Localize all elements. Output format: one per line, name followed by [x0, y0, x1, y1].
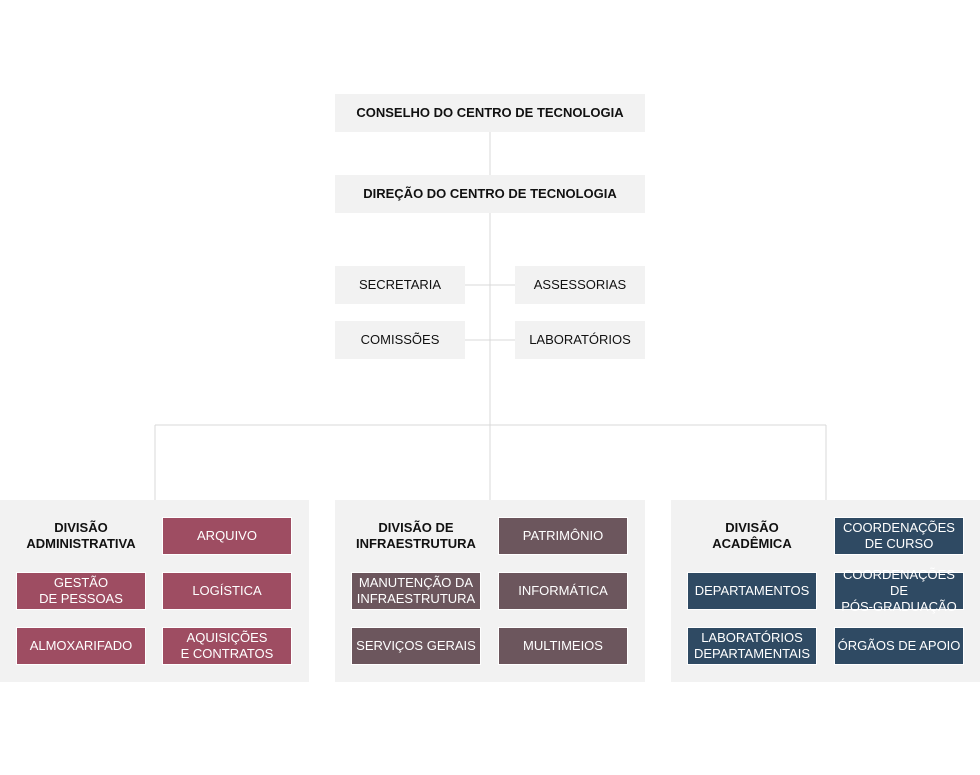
unit-aquisicoes-e-contratos: AQUISIÇÕES E CONTRATOS	[162, 627, 292, 665]
unit-coordenacoes-pos-graduacao: COORDENAÇÕES DE PÓS-GRADUAÇÃO	[834, 567, 964, 614]
unit-patrimonio: PATRIMÔNIO	[498, 517, 628, 555]
unit-logistica: LOGÍSTICA	[162, 572, 292, 610]
unit-orgaos-de-apoio: ÓRGÃOS DE APOIO	[834, 627, 964, 665]
unit-almoxarifado: ALMOXARIFADO	[16, 627, 146, 665]
infra-division-panel: DIVISÃO DE INFRAESTRUTURA PATRIMÔNIO MAN…	[335, 500, 645, 682]
academic-division-panel: DIVISÃO ACADÊMICA COORDENAÇÕES DE CURSO …	[671, 500, 980, 682]
unit-gestao-de-pessoas: GESTÃO DE PESSOAS	[16, 572, 146, 610]
council-box: CONSELHO DO CENTRO DE TECNOLOGIA	[335, 94, 645, 132]
unit-multimeios: MULTIMEIOS	[498, 627, 628, 665]
assessorias-box: ASSESSORIAS	[515, 266, 645, 304]
admin-division-panel: DIVISÃO ADMINISTRATIVA ARQUIVO GESTÃO DE…	[0, 500, 309, 682]
unit-manutencao-da-infraestrutura: MANUTENÇÃO DA INFRAESTRUTURA	[351, 572, 481, 610]
admin-division-heading: DIVISÃO ADMINISTRATIVA	[26, 520, 136, 551]
laboratorios-box: LABORATÓRIOS	[515, 321, 645, 359]
secretaria-box: SECRETARIA	[335, 266, 465, 304]
unit-informatica: INFORMÁTICA	[498, 572, 628, 610]
infra-division-heading: DIVISÃO DE INFRAESTRUTURA	[356, 520, 476, 551]
unit-laboratorios-departamentais: LABORATÓRIOS DEPARTAMENTAIS	[687, 627, 817, 665]
unit-arquivo: ARQUIVO	[162, 517, 292, 555]
unit-coordenacoes-de-curso: COORDENAÇÕES DE CURSO	[834, 517, 964, 555]
comissoes-box: COMISSÕES	[335, 321, 465, 359]
unit-servicos-gerais: SERVIÇOS GERAIS	[351, 627, 481, 665]
academic-division-heading: DIVISÃO ACADÊMICA	[712, 520, 792, 551]
unit-departamentos: DEPARTAMENTOS	[687, 572, 817, 610]
direction-box: DIREÇÃO DO CENTRO DE TECNOLOGIA	[335, 175, 645, 213]
